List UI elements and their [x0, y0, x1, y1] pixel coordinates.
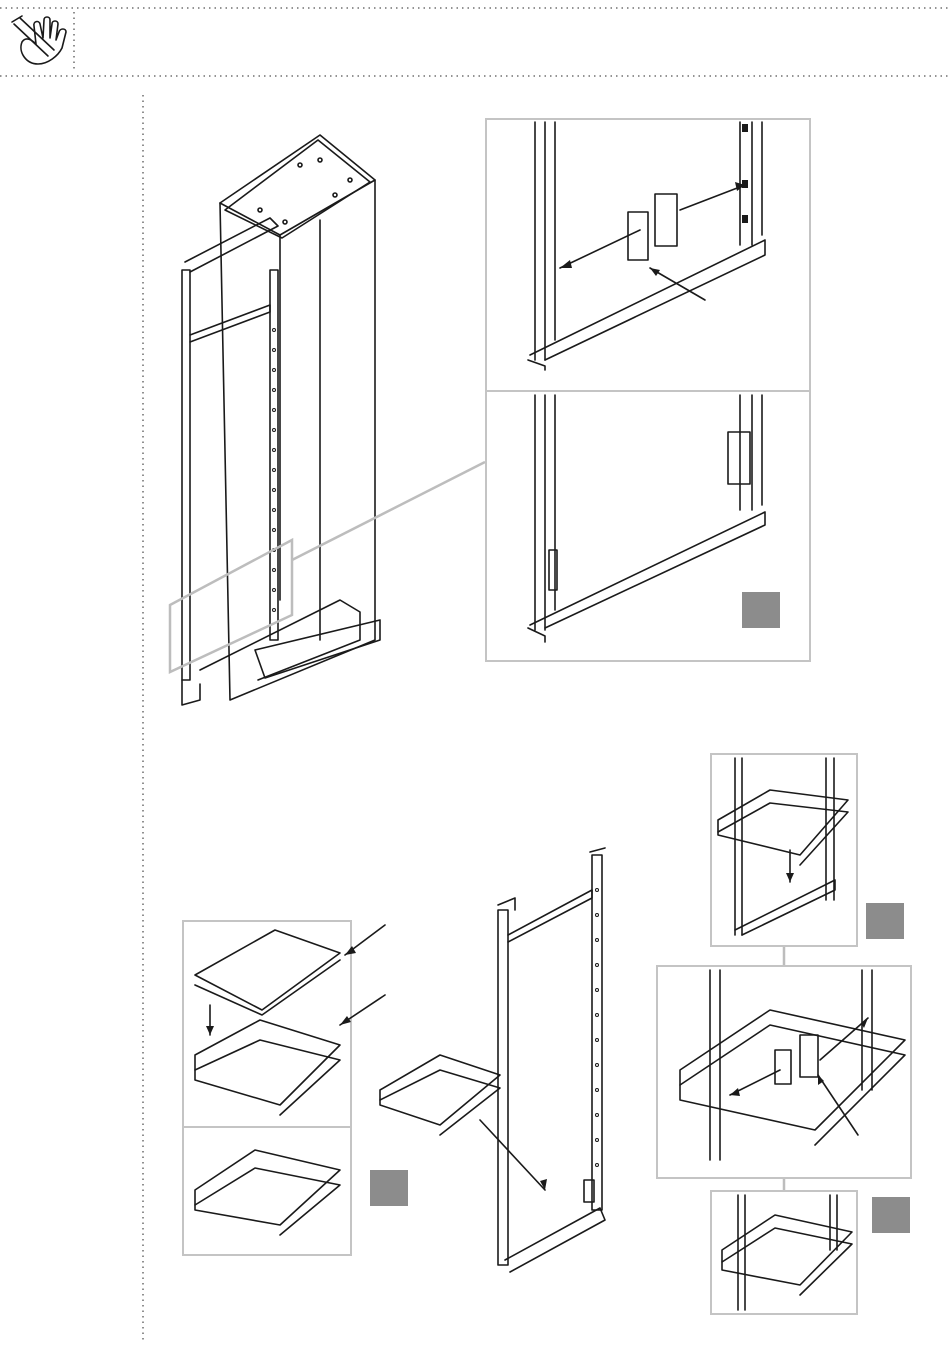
detail-panel-top — [485, 118, 811, 392]
page-header — [0, 0, 950, 80]
basket-exploded-panel — [182, 920, 352, 1128]
header-lines — [0, 0, 950, 80]
basket-top-panel — [710, 753, 858, 947]
basket-final-panel — [710, 1190, 858, 1315]
step-badge — [866, 903, 904, 939]
step-badge — [872, 1197, 910, 1233]
hand-screwdriver-icon — [0, 0, 80, 80]
basket-assembled-panel — [182, 1126, 352, 1256]
step-badge — [742, 592, 780, 628]
basket-clip-panel — [656, 965, 912, 1179]
step-badge — [370, 1170, 408, 1206]
